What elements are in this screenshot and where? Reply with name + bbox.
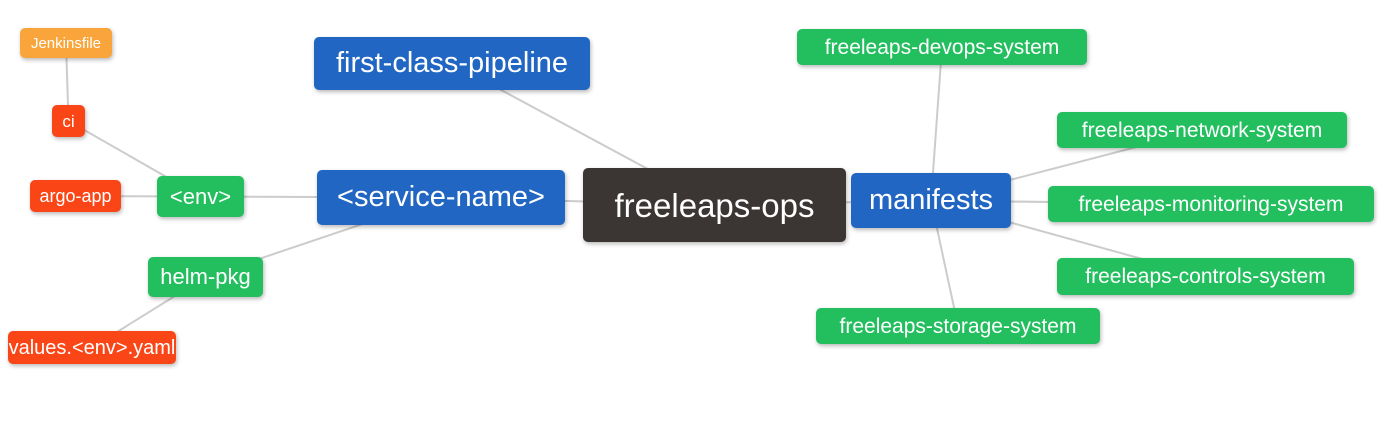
node-freeleaps-devops-system[interactable]: freeleaps-devops-system: [797, 29, 1087, 65]
node-ci[interactable]: ci: [52, 105, 85, 137]
node-first-class-pipeline[interactable]: first-class-pipeline: [314, 37, 590, 90]
node-freeleaps-monitoring-system[interactable]: freeleaps-monitoring-system: [1048, 186, 1374, 222]
node-service-name[interactable]: <service-name>: [317, 170, 565, 225]
node-jenkinsfile[interactable]: Jenkinsfile: [20, 28, 112, 58]
node-manifests[interactable]: manifests: [851, 173, 1011, 228]
node-freeleaps-storage-system[interactable]: freeleaps-storage-system: [816, 308, 1100, 344]
node-env[interactable]: <env>: [157, 176, 244, 217]
node-freeleaps-ops[interactable]: freeleaps-ops: [583, 168, 846, 242]
node-argo-app[interactable]: argo-app: [30, 180, 121, 212]
node-freeleaps-controls-system[interactable]: freeleaps-controls-system: [1057, 258, 1354, 295]
node-values-env-yaml[interactable]: values.<env>.yaml: [8, 331, 176, 364]
node-freeleaps-network-system[interactable]: freeleaps-network-system: [1057, 112, 1347, 148]
node-helm-pkg[interactable]: helm-pkg: [148, 257, 263, 297]
